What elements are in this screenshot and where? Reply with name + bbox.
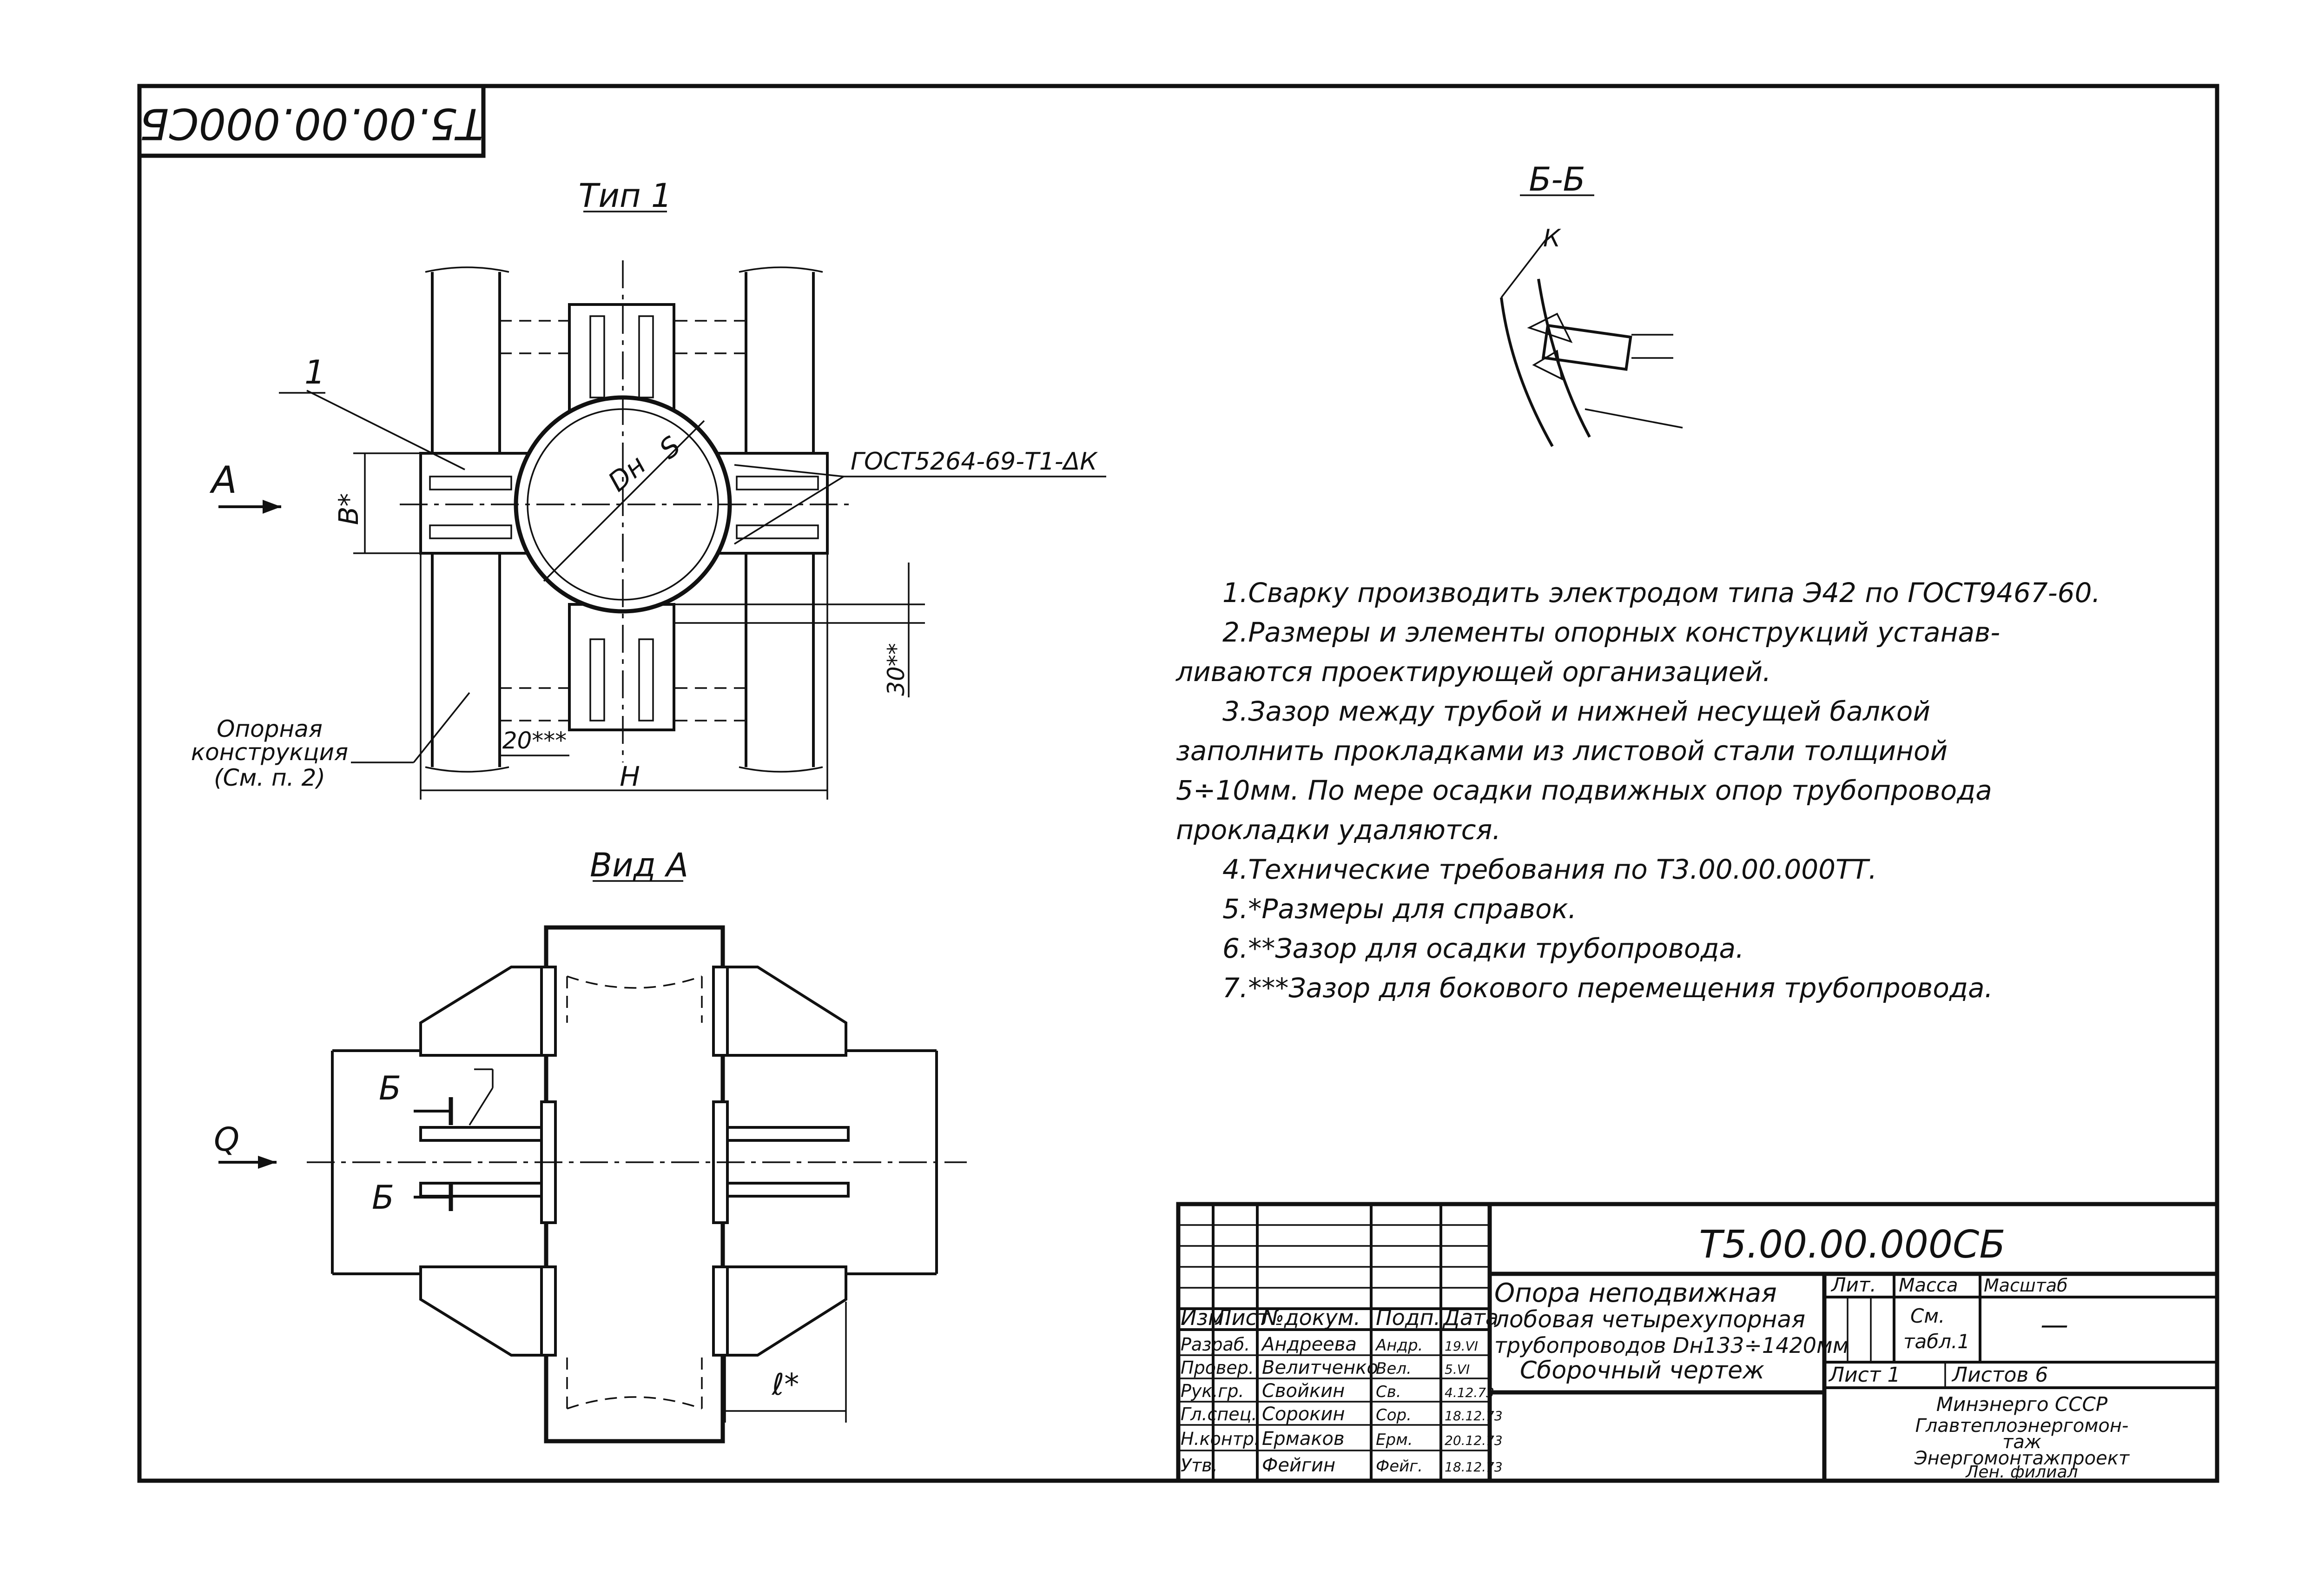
section-b-b: Б-Б К — [1500, 160, 1683, 447]
role-row: Разраб. Андреева Андр. 19.VI — [1181, 1334, 1478, 1355]
svg-text:Ерм.: Ерм. — [1376, 1430, 1413, 1449]
cut-b-label-bottom: Б — [372, 1179, 394, 1217]
dim-20-label: 20*** — [502, 727, 567, 754]
rotated-stamp: Т5.00.00.000СБ — [137, 84, 486, 158]
svg-text:18.12.73: 18.12.73 — [1445, 1408, 1503, 1424]
arrow-a-label: А — [209, 458, 237, 502]
support-label-3: (См. п. 2) — [214, 764, 325, 791]
view-a: Вид А Q — [214, 846, 967, 1444]
svg-text:18.12.73: 18.12.73 — [1445, 1459, 1503, 1475]
dim-h-label: Н — [620, 761, 640, 792]
cut-b-label-top: Б — [379, 1069, 401, 1107]
hdr-mass: Масса — [1899, 1275, 1958, 1296]
section-title: Б-Б — [1529, 160, 1585, 199]
svg-text:5.VI: 5.VI — [1445, 1362, 1470, 1377]
note-3d: прокладки удаляются. — [1176, 814, 1501, 846]
svg-text:Провер.: Провер. — [1181, 1358, 1254, 1378]
svg-text:Гл.спец.: Гл.спец. — [1181, 1404, 1257, 1424]
dim-b-label: В* — [333, 493, 364, 525]
hdr-lit: Лит. — [1830, 1273, 1876, 1296]
name-line-3: трубопроводов Dн133÷1420мм — [1494, 1333, 1849, 1358]
arrow-q-label: Q — [214, 1120, 239, 1159]
role-row: Рук.гр. Свойкин Св. 4.12.73 — [1181, 1380, 1494, 1402]
note-3: 3.Зазор между трубой и нижней несущей ба… — [1222, 695, 1930, 727]
name-line-4: Сборочный чертеж — [1520, 1357, 1764, 1384]
note-2b: ливаются проектирующей организацией. — [1175, 656, 1771, 688]
org-line-3: таж — [2002, 1431, 2041, 1453]
dim-30-label: 30** — [883, 643, 910, 696]
role-row: Утв. Фейгин Фейг. 18.12.73 — [1181, 1455, 1503, 1476]
note-4: 4.Технические требования по Т3.00.00.000… — [1222, 854, 1877, 885]
role-row: Гл.спец. Сорокин Сор. 18.12.73 — [1181, 1404, 1503, 1425]
svg-text:Фейгин: Фейгин — [1262, 1455, 1335, 1476]
role-row: Н.контр. Ермаков Ерм. 20.12.73 — [1181, 1428, 1503, 1450]
svg-text:Андреева: Андреева — [1261, 1334, 1357, 1355]
note-5: 5.*Размеры для справок. — [1222, 893, 1577, 925]
svg-text:Св.: Св. — [1376, 1383, 1401, 1401]
view-a-title: Вид А — [590, 846, 688, 884]
svg-text:4.12.73: 4.12.73 — [1445, 1385, 1494, 1400]
weld-k-label: К — [1543, 225, 1561, 252]
svg-text:Вел.: Вел. — [1376, 1359, 1412, 1378]
svg-text:Сор.: Сор. — [1376, 1406, 1412, 1424]
org-line-2: Главтеплоэнергомон- — [1915, 1415, 2129, 1437]
sheet-number: Лист 1 — [1828, 1363, 1900, 1387]
rotated-stamp-code: Т5.00.00.000СБ — [139, 99, 483, 149]
role-row: Провер. Велитченко Вел. 5.VI — [1181, 1357, 1470, 1378]
leader-1-label: 1 — [304, 353, 325, 391]
svg-text:Разраб.: Разраб. — [1181, 1334, 1250, 1355]
support-label-2: конструкция — [191, 739, 348, 766]
view-type-1-title: Тип 1 — [579, 177, 672, 215]
svg-text:Рук.гр.: Рук.гр. — [1181, 1381, 1244, 1401]
pipe-side — [544, 925, 725, 1444]
title-block: Изм. Лист №докум. Подп. Дата Разраб. Анд… — [1176, 1202, 2219, 1483]
doc-code: Т5.00.00.000СБ — [1699, 1223, 2005, 1267]
note-3c: 5÷10мм. По мере осадки подвижных опор тр… — [1176, 775, 1992, 806]
dim-l-label: ℓ* — [772, 1368, 799, 1402]
technical-notes: 1.Сварку производить электродом типа Э42… — [1175, 577, 2100, 1004]
svg-text:Н.контр.: Н.контр. — [1181, 1429, 1260, 1449]
support-label-1: Опорная — [217, 715, 323, 742]
org-line-5: Лен. филиал — [1965, 1463, 2078, 1482]
stop-plate-bottom — [568, 603, 675, 731]
name-line-1: Опора неподвижная — [1494, 1278, 1777, 1308]
note-6: 6.**Зазор для осадки трубопровода. — [1222, 933, 1744, 964]
note-3b: заполнить прокладками из листовой стали … — [1176, 735, 1948, 767]
view-type-1: Тип 1 Dн S — [191, 177, 1106, 800]
col-sign: Подп. — [1376, 1305, 1440, 1330]
scale-value: — — [2040, 1309, 2068, 1341]
col-doc: №докум. — [1261, 1305, 1360, 1330]
svg-text:Андр.: Андр. — [1375, 1336, 1423, 1355]
svg-text:Велитченко: Велитченко — [1262, 1357, 1378, 1378]
note-1: 1.Сварку производить электродом типа Э42… — [1222, 577, 2100, 609]
gusset-bottom-left — [419, 1265, 545, 1357]
svg-text:Свойкин: Свойкин — [1262, 1380, 1345, 1402]
org-line-4: Энергомонтажпроект — [1914, 1448, 2130, 1469]
svg-text:Утв.: Утв. — [1181, 1455, 1218, 1476]
sheet-count: Листов 6 — [1951, 1363, 2048, 1387]
gusset-bottom-right — [724, 1265, 847, 1357]
name-line-2: лобовая четырехупорная — [1494, 1306, 1805, 1333]
hdr-scale: Масштаб — [1984, 1275, 2068, 1296]
col-list: Лист — [1215, 1305, 1270, 1330]
svg-text:Сорокин: Сорокин — [1262, 1404, 1345, 1425]
mass-value-1: См. — [1910, 1305, 1945, 1327]
note-7: 7.***Зазор для бокового перемещения труб… — [1222, 972, 1993, 1004]
svg-text:19.VI: 19.VI — [1445, 1338, 1478, 1354]
gusset-top-right — [724, 966, 847, 1057]
weld-symbol-label: ГОСТ5264-69-Т1-ΔК — [851, 448, 1098, 476]
col-date: Дата — [1442, 1305, 1499, 1330]
gusset-top-left — [419, 966, 545, 1057]
svg-text:20.12.73: 20.12.73 — [1445, 1433, 1503, 1448]
mass-value-2: табл.1 — [1903, 1330, 1970, 1353]
col-izm: Изм. — [1181, 1305, 1231, 1330]
svg-text:Ермаков: Ермаков — [1262, 1428, 1345, 1450]
org-line-1: Минэнерго СССР — [1936, 1393, 2108, 1416]
svg-text:Фейг.: Фейг. — [1376, 1457, 1423, 1476]
note-2: 2.Размеры и элементы опорных конструкций… — [1222, 616, 2000, 648]
